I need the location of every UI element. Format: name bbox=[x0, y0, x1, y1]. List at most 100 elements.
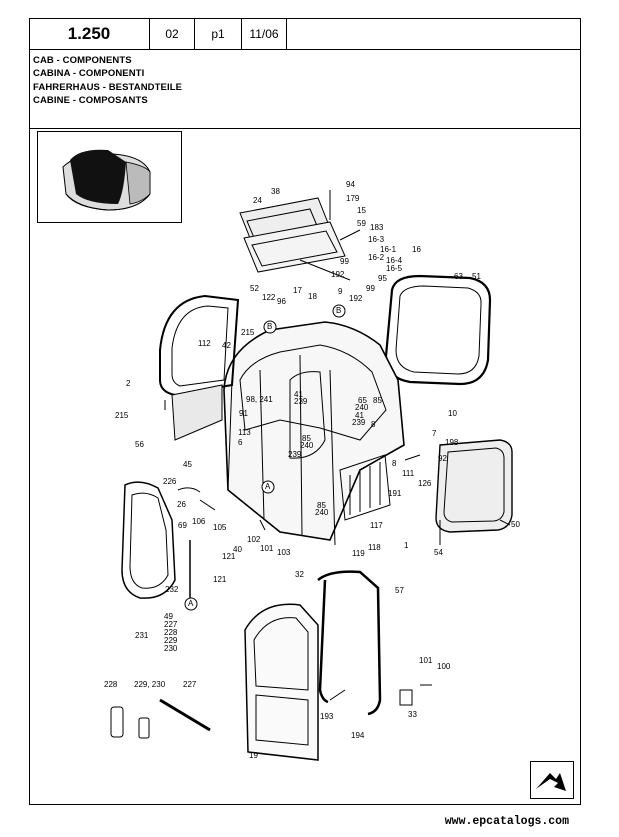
callout: 240 bbox=[315, 508, 329, 517]
callout: 69 bbox=[178, 521, 187, 530]
callout: 240 bbox=[355, 403, 369, 412]
callout: 24 bbox=[253, 196, 262, 205]
callout: 1 bbox=[404, 541, 409, 550]
callout: 41 bbox=[294, 390, 303, 399]
callout: 54 bbox=[434, 548, 443, 557]
callout: 56 bbox=[135, 440, 144, 449]
callout: 122 bbox=[262, 293, 276, 302]
title-de: FAHRERHAUS - BESTANDTEILE bbox=[33, 81, 183, 93]
callout: 85 bbox=[317, 501, 326, 510]
section-code: 1.250 bbox=[29, 18, 150, 50]
callout: 111 bbox=[402, 469, 415, 478]
callout: 193 bbox=[320, 712, 334, 721]
callout: 99 bbox=[340, 257, 349, 266]
callout: 94 bbox=[346, 180, 355, 189]
callout: 95 bbox=[378, 274, 387, 283]
callout: 52 bbox=[250, 284, 259, 293]
callout: 198 bbox=[445, 438, 459, 447]
callout: 7 bbox=[432, 429, 437, 438]
header-bar: 1.250 02 p1 11/06 bbox=[29, 18, 581, 50]
callout: 91 bbox=[239, 409, 248, 418]
callout: 227 bbox=[164, 620, 178, 629]
callout: 126 bbox=[418, 479, 432, 488]
callout: 63 bbox=[454, 272, 463, 281]
callout: 113 bbox=[238, 428, 251, 437]
callout: 45 bbox=[183, 460, 192, 469]
callout: 17 bbox=[293, 286, 302, 295]
callout: 2 bbox=[126, 379, 131, 388]
callout: 228 bbox=[104, 680, 118, 689]
callout: 16-3 bbox=[368, 235, 385, 244]
title-en: CAB - COMPONENTS bbox=[33, 55, 132, 66]
date: 11/06 bbox=[242, 18, 287, 50]
callout: 117 bbox=[370, 521, 383, 530]
callout: 40 bbox=[233, 545, 242, 554]
callout: 229, 230 bbox=[134, 680, 166, 689]
callout: 101 bbox=[419, 656, 433, 665]
title-fr: CABINE - COMPOSANTS bbox=[33, 95, 148, 107]
callout: 121 bbox=[213, 575, 227, 584]
marker-b-2: B bbox=[336, 306, 342, 315]
callout: 50 bbox=[511, 520, 520, 529]
next-page-arrow-icon[interactable] bbox=[530, 761, 574, 799]
callout: 18 bbox=[308, 292, 317, 301]
callout: 96 bbox=[277, 297, 286, 306]
callout: 103 bbox=[277, 548, 291, 557]
callout: 85 bbox=[302, 434, 311, 443]
callout: 215 bbox=[241, 328, 255, 337]
section-titles: CAB - COMPONENTS CABINA - COMPONENTI FAH… bbox=[29, 50, 581, 129]
callout: 8 bbox=[371, 420, 376, 429]
callout: 191 bbox=[388, 489, 402, 498]
callout: 51 bbox=[472, 272, 481, 281]
callout: 33 bbox=[408, 710, 417, 719]
callout: 118 bbox=[368, 543, 381, 552]
callout: 112 bbox=[198, 339, 211, 348]
callout: 239 bbox=[294, 397, 308, 406]
revision: 02 bbox=[150, 18, 195, 50]
callout: 192 bbox=[349, 294, 363, 303]
page-frame bbox=[29, 18, 581, 805]
callout: 106 bbox=[192, 517, 206, 526]
callout: 102 bbox=[247, 535, 261, 544]
callout: 232 bbox=[165, 585, 179, 594]
callout: 101 bbox=[260, 544, 274, 553]
callout: 59 bbox=[357, 219, 366, 228]
callout: 57 bbox=[395, 586, 404, 595]
marker-b-1: B bbox=[267, 322, 273, 331]
callout: 239 bbox=[352, 418, 366, 427]
callout: 119 bbox=[352, 549, 365, 558]
callout: 15 bbox=[357, 206, 366, 215]
callout: 10 bbox=[448, 409, 457, 418]
callout: 16-1 bbox=[380, 245, 397, 254]
callout: 230 bbox=[164, 644, 178, 653]
callout: 16-5 bbox=[386, 264, 403, 273]
callout: 183 bbox=[370, 223, 384, 232]
callout: 65 bbox=[358, 396, 367, 405]
callout: 99 bbox=[366, 284, 375, 293]
callout: 231 bbox=[135, 631, 149, 640]
cab-thumbnail bbox=[37, 131, 182, 223]
callout: 16-2 bbox=[368, 253, 385, 262]
title-it: CABINA - COMPONENTI bbox=[33, 68, 145, 80]
callout: 26 bbox=[177, 500, 186, 509]
callout: 227 bbox=[183, 680, 197, 689]
callout: 192 bbox=[331, 270, 345, 279]
callout: 16-4 bbox=[386, 256, 403, 265]
callout: 226 bbox=[163, 477, 177, 486]
callout: 194 bbox=[351, 731, 365, 740]
callout: 98, 241 bbox=[246, 395, 273, 404]
callout: 32 bbox=[295, 570, 304, 579]
callout: 8 bbox=[392, 459, 397, 468]
callout: 49 bbox=[164, 612, 173, 621]
callout: 229 bbox=[164, 636, 178, 645]
callout: 239 bbox=[288, 450, 302, 459]
website-footer[interactable]: www.epcatalogs.com bbox=[444, 815, 569, 828]
marker-a-1: A bbox=[265, 482, 271, 491]
callout: 121 bbox=[222, 552, 236, 561]
callout: 19 bbox=[249, 751, 258, 760]
callout: 215 bbox=[115, 411, 129, 420]
callout: 105 bbox=[213, 523, 227, 532]
page-number: p1 bbox=[195, 18, 242, 50]
callout: 41 bbox=[355, 411, 364, 420]
callout: 240 bbox=[300, 441, 314, 450]
